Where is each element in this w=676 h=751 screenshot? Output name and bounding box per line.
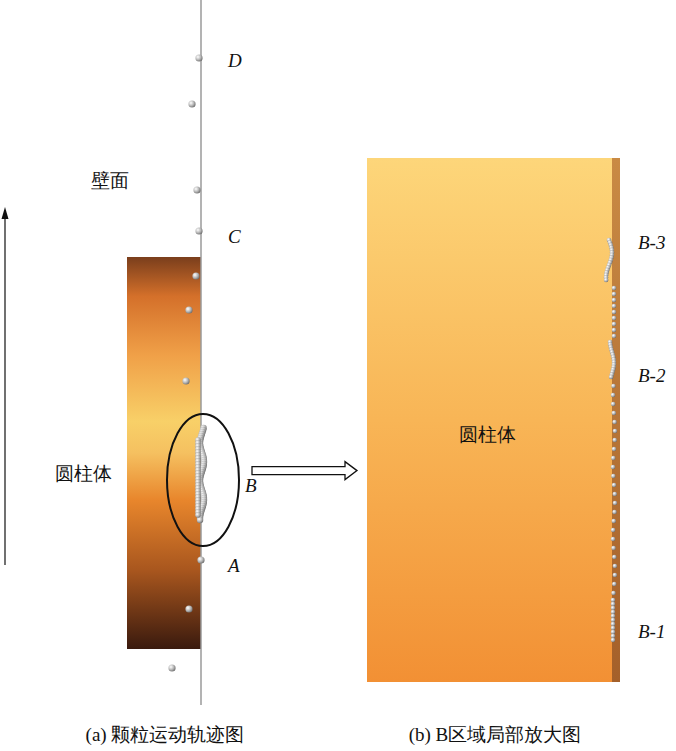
particle — [611, 602, 616, 607]
flow-arrow-head — [2, 207, 9, 219]
particle — [185, 306, 192, 313]
particle — [611, 614, 616, 619]
particle — [612, 322, 617, 327]
particle — [611, 626, 616, 631]
node-label: B — [245, 475, 257, 498]
particle — [612, 298, 617, 303]
particle — [613, 429, 618, 434]
particle — [612, 492, 617, 497]
wall-label: 壁面 — [91, 169, 129, 192]
node-label: 圆柱体 — [459, 423, 516, 446]
point-label: D — [228, 50, 242, 73]
particle — [168, 664, 175, 671]
particle — [612, 510, 617, 515]
particle — [611, 606, 616, 611]
particle — [195, 54, 202, 61]
particle — [611, 591, 616, 596]
point-label: B-3 — [638, 232, 665, 255]
particle — [188, 100, 195, 107]
ellipse-outline — [166, 413, 240, 547]
cylinder-body: 圆柱体 — [127, 257, 201, 649]
particle — [611, 384, 616, 389]
particle — [611, 402, 616, 407]
particle — [612, 310, 617, 315]
particle — [611, 638, 616, 643]
particle — [611, 519, 616, 524]
double-arrow — [252, 462, 357, 480]
particle — [612, 334, 617, 339]
particle — [609, 375, 614, 380]
particle — [197, 556, 204, 563]
particle — [612, 286, 617, 291]
particle — [611, 610, 616, 615]
particle — [611, 456, 616, 461]
particle — [611, 598, 616, 603]
particle — [182, 377, 189, 384]
particle — [612, 292, 617, 297]
particle — [612, 555, 617, 560]
particle — [612, 447, 617, 452]
particle — [195, 512, 201, 518]
particle — [611, 474, 616, 479]
particle — [613, 501, 618, 506]
particle — [185, 605, 192, 612]
particle — [611, 622, 616, 627]
particle — [193, 186, 200, 193]
particle — [612, 316, 617, 321]
particle — [612, 483, 617, 488]
particle — [612, 304, 617, 309]
particle — [611, 546, 616, 551]
particle — [612, 411, 617, 416]
subfigure-caption: (b) B区域局部放大图 — [409, 724, 582, 747]
particle — [611, 630, 616, 635]
particle — [612, 420, 617, 425]
particle — [611, 618, 616, 623]
particle — [195, 227, 202, 234]
particle — [612, 582, 617, 587]
particle — [611, 465, 616, 470]
particle — [613, 573, 618, 578]
ellipse-stroke — [167, 414, 239, 546]
cylinder-fill — [127, 257, 201, 649]
point-label: B-2 — [638, 365, 665, 388]
zoom-ellipse: B — [166, 413, 240, 547]
particle — [604, 278, 609, 283]
subfigure-caption: (a) 颗粒运动轨迹图 — [86, 724, 245, 747]
point-label: C — [228, 226, 241, 249]
particle — [611, 528, 616, 533]
particle — [192, 272, 199, 279]
zoom-panel-fill — [367, 158, 620, 682]
particle — [611, 634, 616, 639]
particle — [611, 393, 616, 398]
particle — [612, 328, 617, 333]
flow-arrow-shaft — [4, 214, 5, 565]
particle-group — [168, 54, 617, 671]
particle — [611, 537, 616, 542]
node-label: 圆柱体 — [55, 462, 112, 485]
particle — [612, 438, 617, 443]
point-label: A — [228, 555, 240, 578]
particle — [613, 564, 618, 569]
point-label: B-1 — [638, 621, 665, 644]
wall-line — [200, 0, 202, 705]
zoom-panel: 圆柱体 — [367, 158, 620, 682]
